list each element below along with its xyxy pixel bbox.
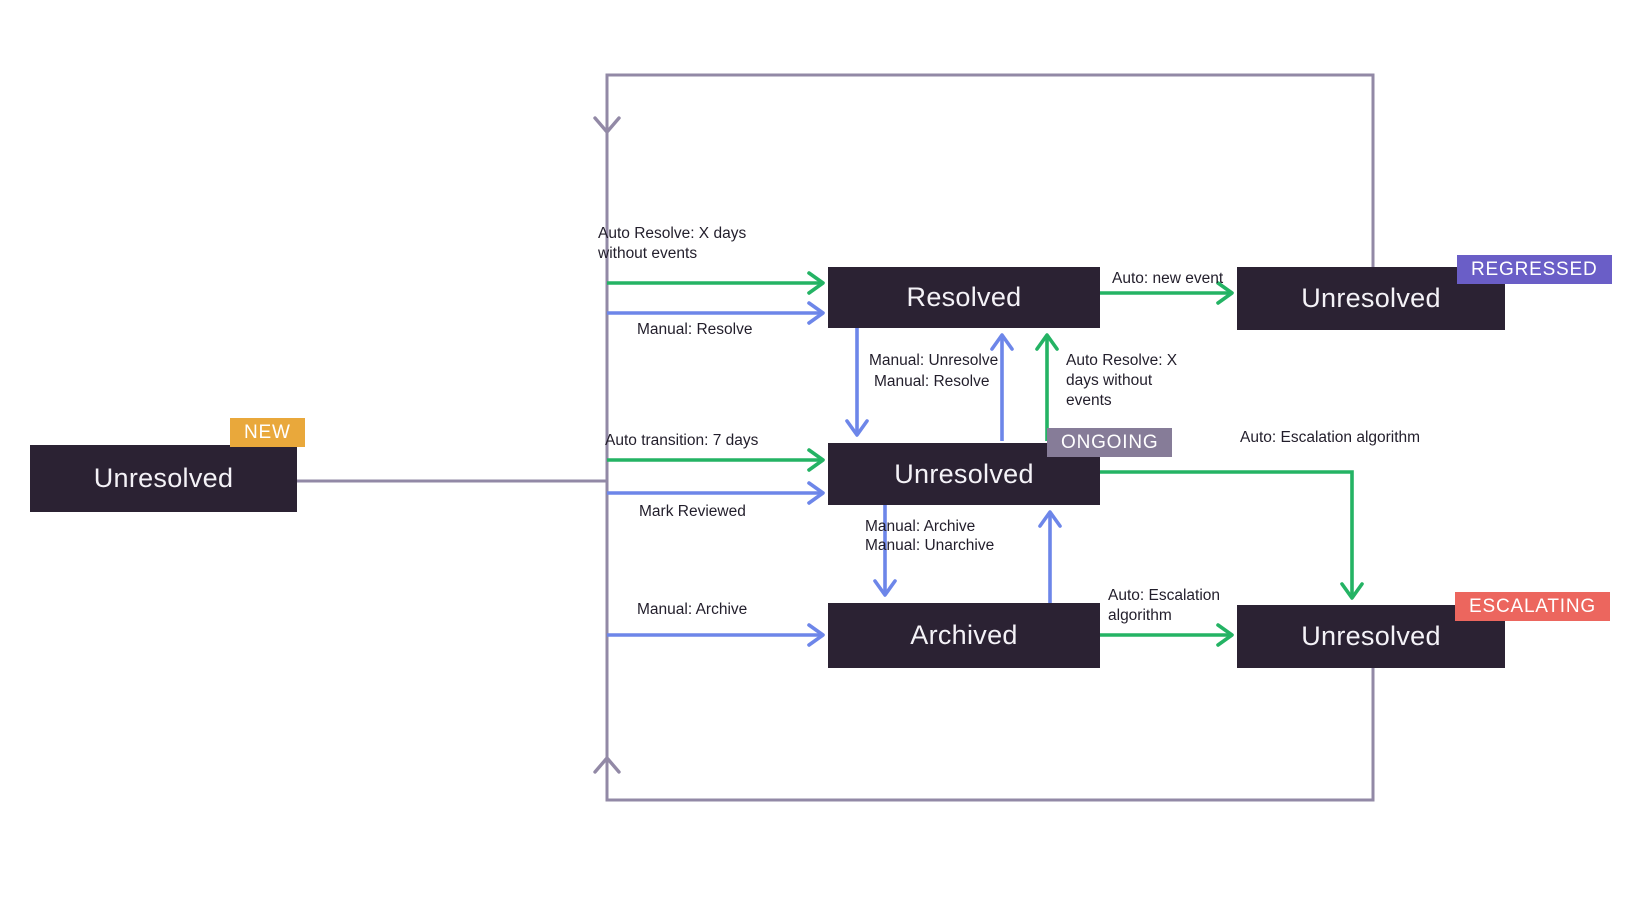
label-auto-escalation-ongoing: Auto: Escalation algorithm <box>1240 429 1421 446</box>
label-auto-resolve-ongoing: Auto Resolve: X days without events <box>1066 352 1178 409</box>
label-auto-resolve-any: Auto Resolve: X days without events <box>598 225 747 262</box>
label-manual-archive-any: Manual: Archive <box>637 601 748 618</box>
label-auto-transition: Auto transition: 7 days <box>605 432 759 449</box>
loop-down-chevron <box>593 116 621 134</box>
arrow-auto-escalation-ongoing <box>1100 470 1364 600</box>
badge-regressed: REGRESSED <box>1457 255 1612 284</box>
state-unresolved-regressed: Unresolved <box>1237 267 1505 330</box>
label-mark-reviewed: Mark Reviewed <box>639 503 746 520</box>
loop-line <box>605 73 1375 802</box>
label-manual-unarchive: Manual: Unarchive <box>865 537 995 554</box>
state-resolved: Resolved <box>828 267 1100 328</box>
label-auto-escalation-archived: Auto: Escalation algorithm <box>1108 587 1221 624</box>
state-unresolved-new: Unresolved <box>30 445 297 512</box>
label-manual-archive-ongoing: Manual: Archive <box>865 518 976 535</box>
label-manual-resolve-ongoing: Manual: Resolve <box>874 373 990 390</box>
badge-ongoing: ONGOING <box>1047 428 1173 457</box>
label-manual-resolve-any: Manual: Resolve <box>637 321 753 338</box>
label-manual-unresolve: Manual: Unresolve <box>869 352 999 369</box>
label-auto-new-event: Auto: new event <box>1112 270 1224 287</box>
state-archived: Archived <box>828 603 1100 668</box>
badge-new: NEW <box>230 418 305 447</box>
loop-up-chevron <box>593 756 621 774</box>
badge-escalating: ESCALATING <box>1455 592 1610 621</box>
